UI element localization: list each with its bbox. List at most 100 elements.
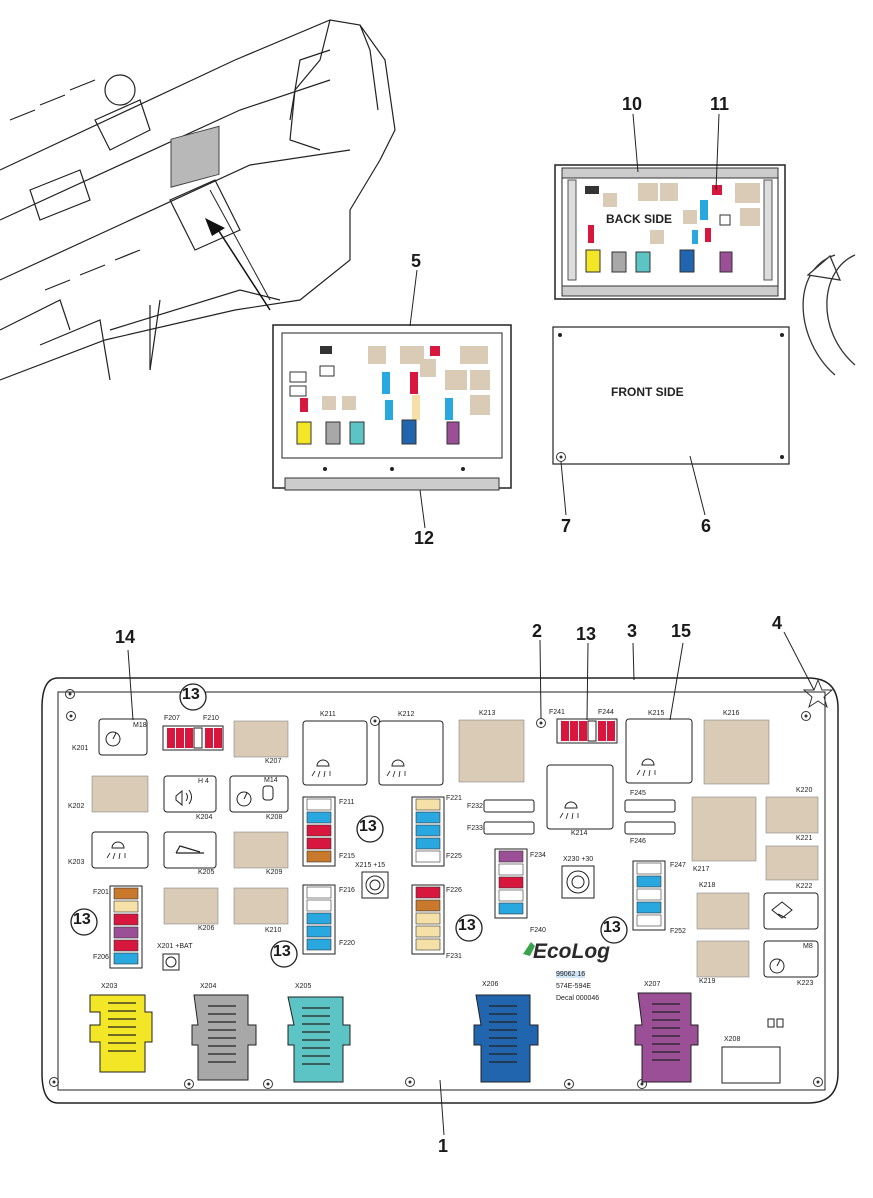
fuse xyxy=(498,876,524,889)
circle-13-label: 13 xyxy=(359,818,377,835)
fuse xyxy=(306,811,332,824)
label-k222: K222 xyxy=(796,883,813,890)
front-side-panel xyxy=(552,326,790,465)
label-f240: F240 xyxy=(530,927,546,934)
part-range: 574E-594E xyxy=(556,983,592,990)
fuse xyxy=(415,824,441,837)
fuse xyxy=(415,811,441,824)
label-k221: K221 xyxy=(796,835,813,842)
label-x208: X208 xyxy=(724,1036,741,1043)
relays-white xyxy=(91,718,819,978)
label-k207: K207 xyxy=(265,758,282,765)
fuse xyxy=(306,824,332,837)
label-k210: K210 xyxy=(265,927,282,934)
label-k223: K223 xyxy=(797,980,814,987)
label-f252: F252 xyxy=(670,928,686,935)
fuse xyxy=(415,925,441,938)
label-x205: X205 xyxy=(295,983,312,990)
fuse-slots-horizontal xyxy=(483,799,676,835)
label-f207: F207 xyxy=(164,715,180,722)
label-f232: F232 xyxy=(467,803,483,810)
callout-15: 15 xyxy=(671,621,692,641)
stud-x230 xyxy=(561,865,595,899)
label-f201: F201 xyxy=(93,889,109,896)
label-f245: F245 xyxy=(630,790,646,797)
board-5 xyxy=(272,324,512,491)
fuse xyxy=(415,837,441,850)
circle-13-label: 13 xyxy=(273,943,291,960)
callout-3: 3 xyxy=(627,621,638,641)
fuse xyxy=(415,938,441,951)
circle-13-label: 13 xyxy=(73,911,91,928)
top-leader-lines xyxy=(409,113,720,529)
label-k220: K220 xyxy=(796,787,813,794)
fuse xyxy=(498,889,524,902)
label-k216: K216 xyxy=(723,710,740,717)
label-m8: M8 xyxy=(803,943,813,950)
fuse xyxy=(636,901,662,914)
label-k219: K219 xyxy=(699,978,716,985)
label-k213: K213 xyxy=(479,710,496,717)
pointer-arrow-line xyxy=(214,224,271,311)
label-f231: F231 xyxy=(446,953,462,960)
fuse xyxy=(415,850,441,863)
fuse-cluster-f207-f210 xyxy=(162,725,224,751)
back-side-label: BACK SIDE xyxy=(606,212,673,226)
fuse xyxy=(306,899,332,912)
label-f234: F234 xyxy=(530,852,546,859)
fuse xyxy=(306,886,332,899)
label-f247: F247 xyxy=(670,862,686,869)
ecolog-brand: EcoLog xyxy=(533,940,610,963)
part-number: 99062 16 xyxy=(556,971,586,978)
board-back xyxy=(554,164,786,300)
ecolog-leaf xyxy=(523,942,535,956)
connector-pins xyxy=(108,1002,680,1065)
label-f226: F226 xyxy=(446,887,462,894)
fuse xyxy=(306,925,332,938)
callout-11: 11 xyxy=(710,94,730,114)
label-f215: F215 xyxy=(339,853,355,860)
label-k211: K211 xyxy=(320,711,336,718)
label-f210: F210 xyxy=(203,715,219,722)
fuse xyxy=(636,914,662,927)
label-m18: M18 xyxy=(133,722,147,729)
fuse xyxy=(415,912,441,925)
label-k206: K206 xyxy=(198,925,215,932)
label-f246: F246 xyxy=(630,838,646,845)
fuse xyxy=(306,798,332,811)
circle-13-label: 13 xyxy=(603,919,621,936)
stud-x201 xyxy=(162,953,180,971)
stud-x215 xyxy=(361,871,389,899)
label-x230: X230 +30 xyxy=(563,856,594,863)
fuse xyxy=(415,886,441,899)
label-k203: K203 xyxy=(68,859,85,866)
label-f216: F216 xyxy=(339,887,355,894)
fuse xyxy=(306,938,332,951)
fuse xyxy=(306,837,332,850)
chassis-drawing xyxy=(0,19,396,381)
relays-beige xyxy=(91,719,819,978)
fuse xyxy=(113,913,139,926)
fuse xyxy=(113,939,139,952)
fuse-cluster-f241-f244 xyxy=(556,718,618,744)
fuse xyxy=(113,887,139,900)
label-f220: F220 xyxy=(339,940,355,947)
fuse xyxy=(306,912,332,925)
label-k209: K209 xyxy=(266,869,283,876)
label-x207: X207 xyxy=(644,981,661,988)
flip-arrow-curve xyxy=(802,254,836,376)
fuse xyxy=(498,850,524,863)
label-f241: F241 xyxy=(549,709,565,716)
circle-13-label: 13 xyxy=(458,917,476,934)
fuse xyxy=(113,952,139,965)
fuse xyxy=(636,875,662,888)
label-k205: K205 xyxy=(198,869,215,876)
label-k208: K208 xyxy=(266,814,283,821)
label-f225: F225 xyxy=(446,853,462,860)
label-x203: X203 xyxy=(101,983,118,990)
label-f206: F206 xyxy=(93,954,109,961)
flip-arrow-head xyxy=(806,254,842,281)
label-k217: K217 xyxy=(693,866,710,873)
label-k201: K201 xyxy=(72,745,89,752)
fuse xyxy=(306,850,332,863)
